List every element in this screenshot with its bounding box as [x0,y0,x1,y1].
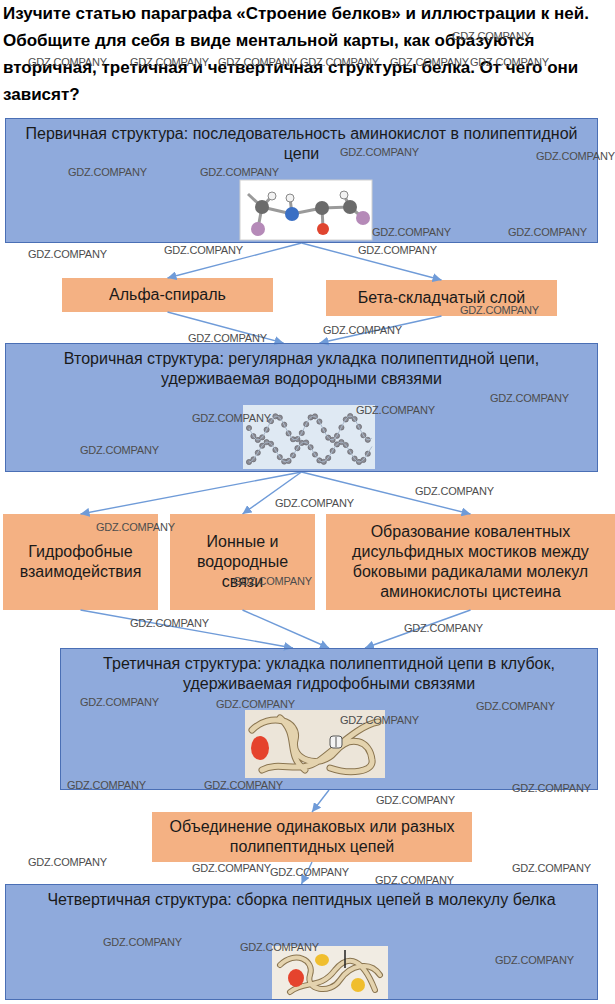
box-fills [3,118,615,1000]
watermark: GDZ.COMPANY [204,779,283,791]
watermark: GDZ.COMPANY [340,714,419,726]
process-label: Альфа-спираль [109,285,226,305]
amino-acid-illustration [240,180,372,240]
box-fill [5,118,598,243]
watermark: GDZ.COMPANY [96,521,175,533]
process-box: Ионные и водородные связи [170,514,315,610]
watermark: GDZ.COMPANY [452,30,531,42]
structure-box: Первичная структура: последовательность … [5,118,598,243]
watermark: GDZ.COMPANY [390,56,469,68]
watermark: GDZ.COMPANY [323,324,402,336]
process-box: Объединение одинаковых или разных полипе… [152,812,472,862]
watermark: GDZ.COMPANY [376,794,455,806]
watermark: GDZ.COMPANY [68,166,147,178]
connector-arrow [243,610,330,648]
watermark: GDZ.COMPANY [240,941,319,953]
watermark: GDZ.COMPANY [415,485,494,497]
watermark: GDZ.COMPANY [188,332,267,344]
connector-arrow [81,610,294,648]
picture-ground [272,946,388,1000]
watermark: GDZ.COMPANY [508,226,587,238]
watermark: GDZ.COMPANY [275,497,354,509]
watermark: GDZ.COMPANY [130,617,209,629]
watermark: GDZ.COMPANY [404,622,483,634]
watermark: GDZ.COMPANY [216,698,295,710]
structure-label: Вторичная структура: регулярная укладка … [16,349,587,389]
watermark: GDZ.COMPANY [218,56,297,68]
connector-arrow [312,790,329,812]
picture-ground [240,180,372,240]
box-fill [5,343,598,472]
connector-arrow [81,472,302,514]
watermark: GDZ.COMPANY [130,56,209,68]
watermark: GDZ.COMPANY [490,392,569,404]
watermark: GDZ.COMPANY [67,779,146,791]
watermark: GDZ.COMPANY [470,56,549,68]
protein-complex-illustration [272,946,388,1000]
box-fill [5,884,598,1000]
watermark: GDZ.COMPANY [300,56,379,68]
connector-arrow [302,243,442,280]
box-fill [62,278,273,312]
structure-label: Четвертичная структура: сборка пептидных… [47,890,555,910]
watermark: GDZ.COMPANY [340,146,419,158]
structure-label: Первичная структура: последовательность … [16,124,587,164]
watermark: GDZ.COMPANY [358,244,437,256]
structure-label: Третичная структура: укладка полипептидн… [71,654,587,694]
box-fill [170,514,315,610]
box-fill [326,280,557,316]
process-label: Гидрофобные взаимодействия [9,542,152,582]
watermark: GDZ.COMPANY [536,150,615,162]
watermark: GDZ.COMPANY [80,696,159,708]
watermark: GDZ.COMPANY [495,954,574,966]
watermark: GDZ.COMPANY [28,248,107,260]
watermark: GDZ.COMPANY [28,856,107,868]
watermark: GDZ.COMPANY [476,700,555,712]
watermark: GDZ.COMPANY [200,166,279,178]
box-fill [152,812,472,862]
connector-arrow [320,316,442,343]
watermark: GDZ.COMPANY [460,304,539,316]
process-box: Образование ковалентных дисульфидных мос… [326,514,615,610]
watermark: GDZ.COMPANY [270,866,349,878]
process-box: Альфа-спираль [62,278,273,312]
watermark: GDZ.COMPANY [233,575,312,587]
watermark: GDZ.COMPANY [512,862,591,874]
watermark: GDZ.COMPANY [80,444,159,456]
watermark: GDZ.COMPANY [372,226,451,238]
heading: Изучите статью параграфа «Строение белко… [3,0,611,108]
process-label: Объединение одинаковых или разных полипе… [158,817,466,857]
structure-box: Третичная структура: укладка полипептидн… [60,648,598,790]
box-fill [326,514,615,610]
connector-arrow [168,312,284,343]
process-label: Образование ковалентных дисульфидных мос… [332,522,609,602]
watermark: GDZ.COMPANY [164,244,243,256]
box-fill [60,648,598,790]
watermark: GDZ.COMPANY [512,782,591,794]
watermark: GDZ.COMPANY [356,404,435,416]
watermark: GDZ.COMPANY [192,862,271,874]
watermark: GDZ.COMPANY [192,412,271,424]
watermark: GDZ.COMPANY [375,874,454,886]
watermark: GDZ.COMPANY [28,56,107,68]
watermark: GDZ.COMPANY [103,936,182,948]
